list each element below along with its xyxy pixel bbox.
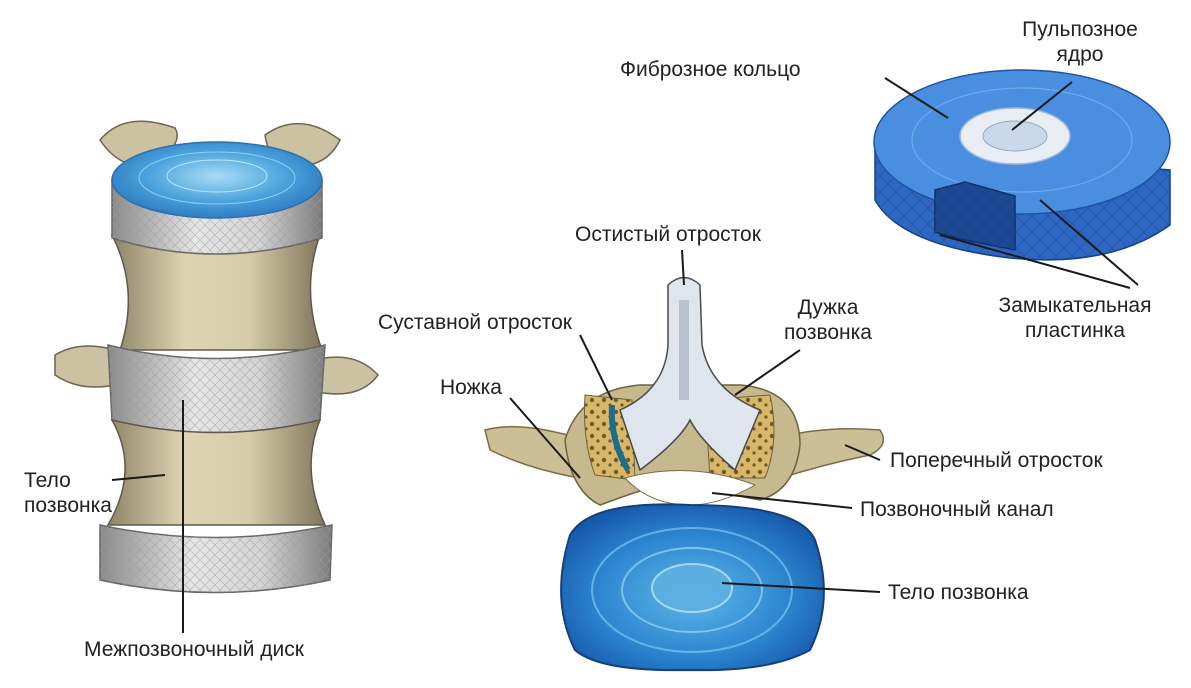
- label-vertebral-arch: Дужка позвонка: [768, 295, 888, 345]
- leader-line-transverse-process: [844, 444, 881, 461]
- label-intervertebral-disc: Межпозвоночный диск: [84, 638, 304, 661]
- label-vertebral-body-left-line1: Тело: [24, 469, 71, 492]
- leader-line-articular-process: [579, 334, 613, 401]
- leader-line-vertebral-canal: [711, 492, 853, 509]
- leader-line-vertebral-arch: [734, 349, 801, 396]
- label-endplate-line2: пластинка: [1024, 319, 1126, 342]
- label-annulus-fibrosus: Фиброзное кольцо: [620, 58, 801, 81]
- label-endplate-line1: Замыкательная: [998, 294, 1152, 317]
- leader-line-endplate-2: [939, 234, 1131, 289]
- isolated-disc-illustration: [873, 69, 1171, 261]
- leader-line-nucleus-pulposus: [1011, 81, 1073, 131]
- vertebral-column-illustration: [54, 120, 379, 594]
- label-vertebral-canal: Позвоночный канал: [860, 498, 1054, 521]
- label-nucleus-pulposus-line2: ядро: [1056, 43, 1104, 66]
- leader-line-endplate-1: [1039, 199, 1139, 286]
- label-endplate: Замыкательная пластинка: [975, 293, 1175, 343]
- leader-line-spinous-process: [681, 249, 685, 286]
- label-vertebral-body-left-line2: позвонка: [24, 494, 112, 517]
- vertebra-cross-section: [484, 276, 885, 672]
- label-vertebral-body-left: Тело позвонка: [24, 468, 112, 518]
- leader-lines: [111, 77, 1139, 633]
- label-spinous-process: Остистый отросток: [575, 223, 761, 246]
- label-vertebral-arch-line2: позвонка: [784, 321, 872, 344]
- leader-line-pedicle: [509, 397, 581, 479]
- label-transverse-process: Поперечный отросток: [890, 449, 1103, 472]
- label-vertebral-body-right: Тело позвонка: [888, 581, 1029, 604]
- label-articular-process: Суставной отросток: [378, 311, 572, 334]
- label-nucleus-pulposus-line1: Пульпозное: [1022, 18, 1138, 41]
- label-pedicle: Ножка: [440, 376, 502, 399]
- label-nucleus-pulposus: Пульпозное ядро: [1005, 17, 1155, 67]
- leader-line-vertebral-body-right: [721, 582, 881, 593]
- leader-line-vertebral-body-left: [111, 474, 166, 481]
- leader-line-annulus-fibrosus: [884, 77, 949, 119]
- label-vertebral-arch-line1: Дужка: [797, 296, 859, 319]
